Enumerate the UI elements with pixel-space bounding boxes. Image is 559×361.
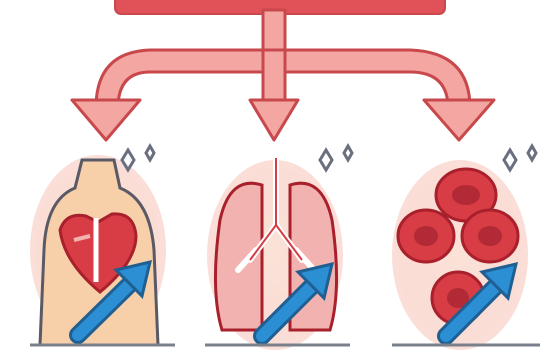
sparkle-icon bbox=[320, 146, 352, 170]
panel-blood-cells bbox=[392, 146, 540, 350]
down-arrow-center bbox=[250, 100, 298, 140]
down-arrow-right bbox=[424, 100, 494, 140]
sparkle-icon bbox=[504, 146, 536, 170]
down-arrow-left bbox=[72, 100, 140, 140]
arrow-heads bbox=[72, 100, 494, 140]
panel-heart bbox=[30, 146, 175, 345]
branch-connector bbox=[96, 10, 470, 108]
sparkle-icon bbox=[122, 146, 154, 170]
panel-lungs bbox=[205, 146, 352, 350]
